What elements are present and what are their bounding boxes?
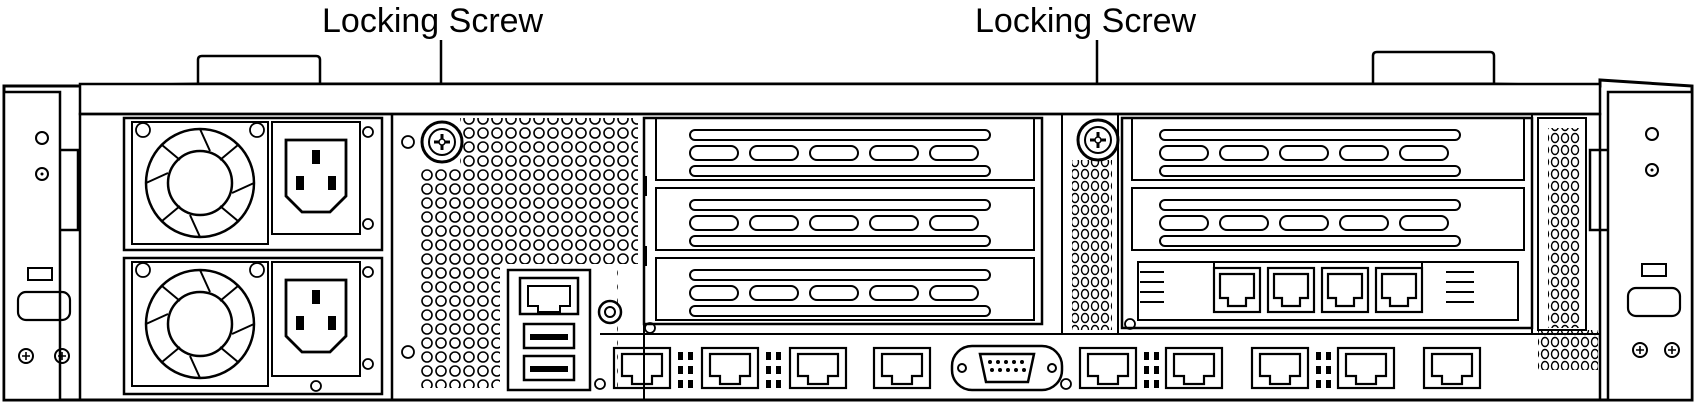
locking-screw-label-left: Locking Screw bbox=[322, 2, 544, 40]
locking-screw-label-right: Locking Screw bbox=[975, 2, 1197, 40]
management-ports bbox=[506, 268, 623, 392]
screw-hole-icon bbox=[35, 131, 49, 145]
rack-ear-right bbox=[1588, 90, 1694, 402]
ethernet-port-icon bbox=[612, 346, 932, 390]
power-supply-top bbox=[122, 116, 384, 252]
power-socket-icon bbox=[284, 278, 348, 354]
vga-port-icon bbox=[950, 344, 1064, 392]
ethernet-port-icon bbox=[518, 276, 580, 316]
top-tab-right bbox=[1371, 50, 1496, 84]
ethernet-port-icon bbox=[1078, 346, 1482, 390]
locking-screw-right bbox=[1066, 116, 1120, 162]
locking-screw-left bbox=[420, 120, 464, 164]
power-supply-bottom bbox=[122, 256, 384, 396]
vent-strip-middle bbox=[1072, 160, 1112, 330]
vent-strip-right bbox=[1537, 117, 1598, 370]
onboard-io-row bbox=[594, 333, 1600, 392]
rack-ear-left bbox=[2, 90, 80, 402]
ethernet-port-icon bbox=[1212, 266, 1424, 314]
power-socket-icon bbox=[284, 138, 348, 214]
top-tab-left bbox=[196, 54, 322, 84]
pcie-riser-right bbox=[1120, 116, 1534, 330]
pcie-riser-left bbox=[642, 116, 1044, 334]
nic-4-port bbox=[1137, 261, 1519, 321]
